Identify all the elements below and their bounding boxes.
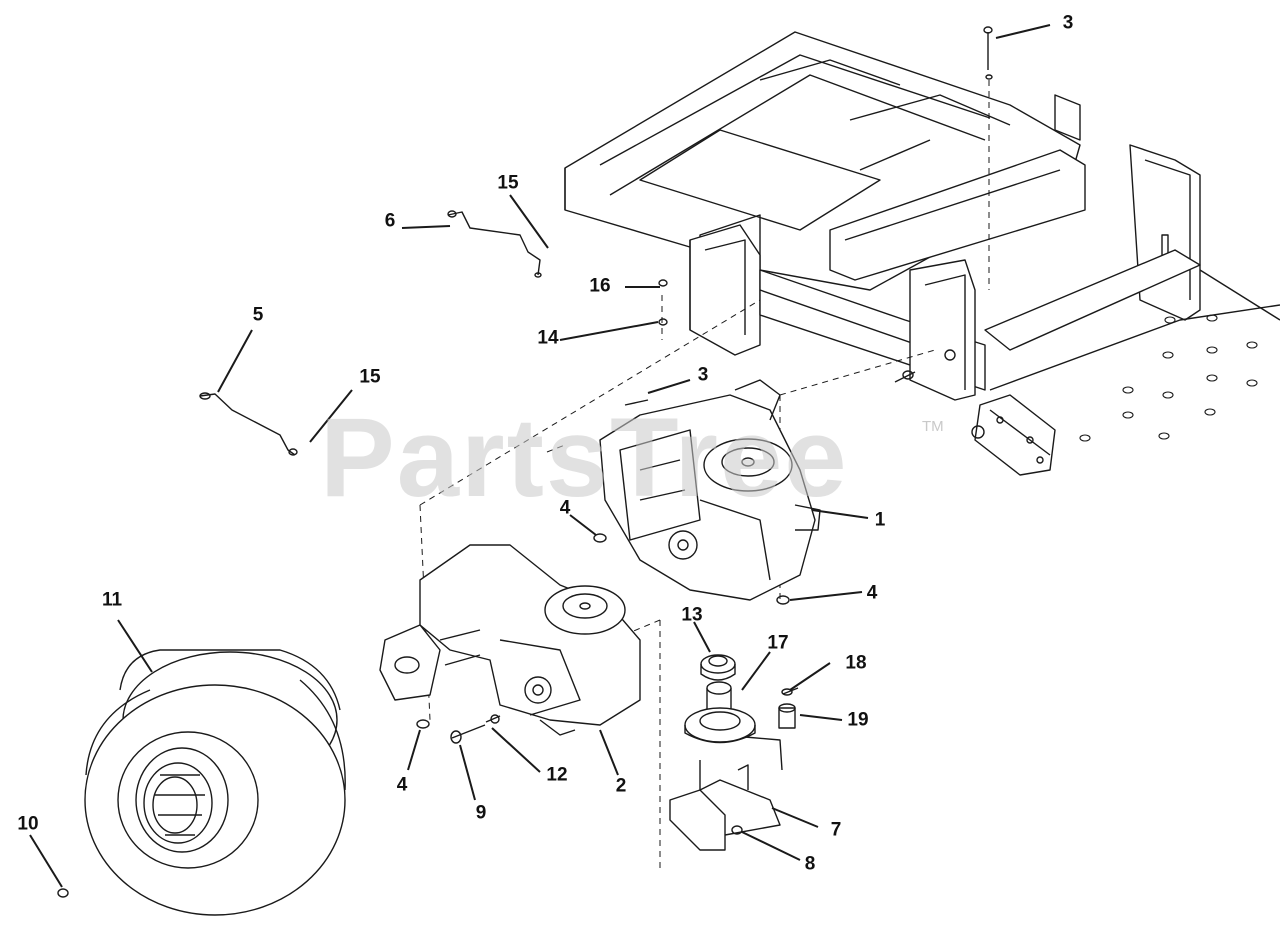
callout-1: 1	[874, 509, 886, 531]
callout-19: 19	[847, 709, 869, 731]
callout-2: 2	[615, 775, 627, 797]
callout-6: 6	[384, 210, 396, 232]
idler-pulley	[700, 654, 736, 681]
linkage-rod-6	[447, 210, 542, 278]
transmission-right	[599, 379, 821, 601]
spindle-pulley	[684, 681, 783, 771]
callout-17: 17	[767, 632, 789, 654]
callout-13: 13	[681, 604, 703, 626]
callout-15-top: 15	[497, 172, 519, 194]
callout-18: 18	[845, 652, 867, 674]
transmission-left	[379, 544, 641, 736]
callout-3-top: 3	[1062, 12, 1074, 34]
callout-3-mid: 3	[697, 364, 709, 386]
drive-tire	[84, 649, 346, 916]
callout-11: 11	[101, 589, 123, 611]
callout-14: 14	[537, 327, 559, 349]
callout-4-bottom: 4	[396, 774, 408, 796]
callout-5: 5	[252, 304, 264, 326]
idler-bracket	[669, 760, 781, 851]
callout-4-right: 4	[866, 582, 878, 604]
linkage-rod-5	[199, 392, 298, 456]
callout-8: 8	[804, 853, 816, 875]
callout-12: 12	[546, 764, 568, 786]
leader-lines	[29, 24, 1051, 888]
callout-7: 7	[830, 819, 842, 841]
callout-4-left: 4	[559, 497, 571, 519]
mower-frame	[564, 31, 1280, 476]
callout-15-mid: 15	[359, 366, 381, 388]
hardware	[57, 26, 993, 898]
callout-9: 9	[475, 802, 487, 824]
callout-10: 10	[17, 813, 39, 835]
callout-16: 16	[589, 275, 611, 297]
